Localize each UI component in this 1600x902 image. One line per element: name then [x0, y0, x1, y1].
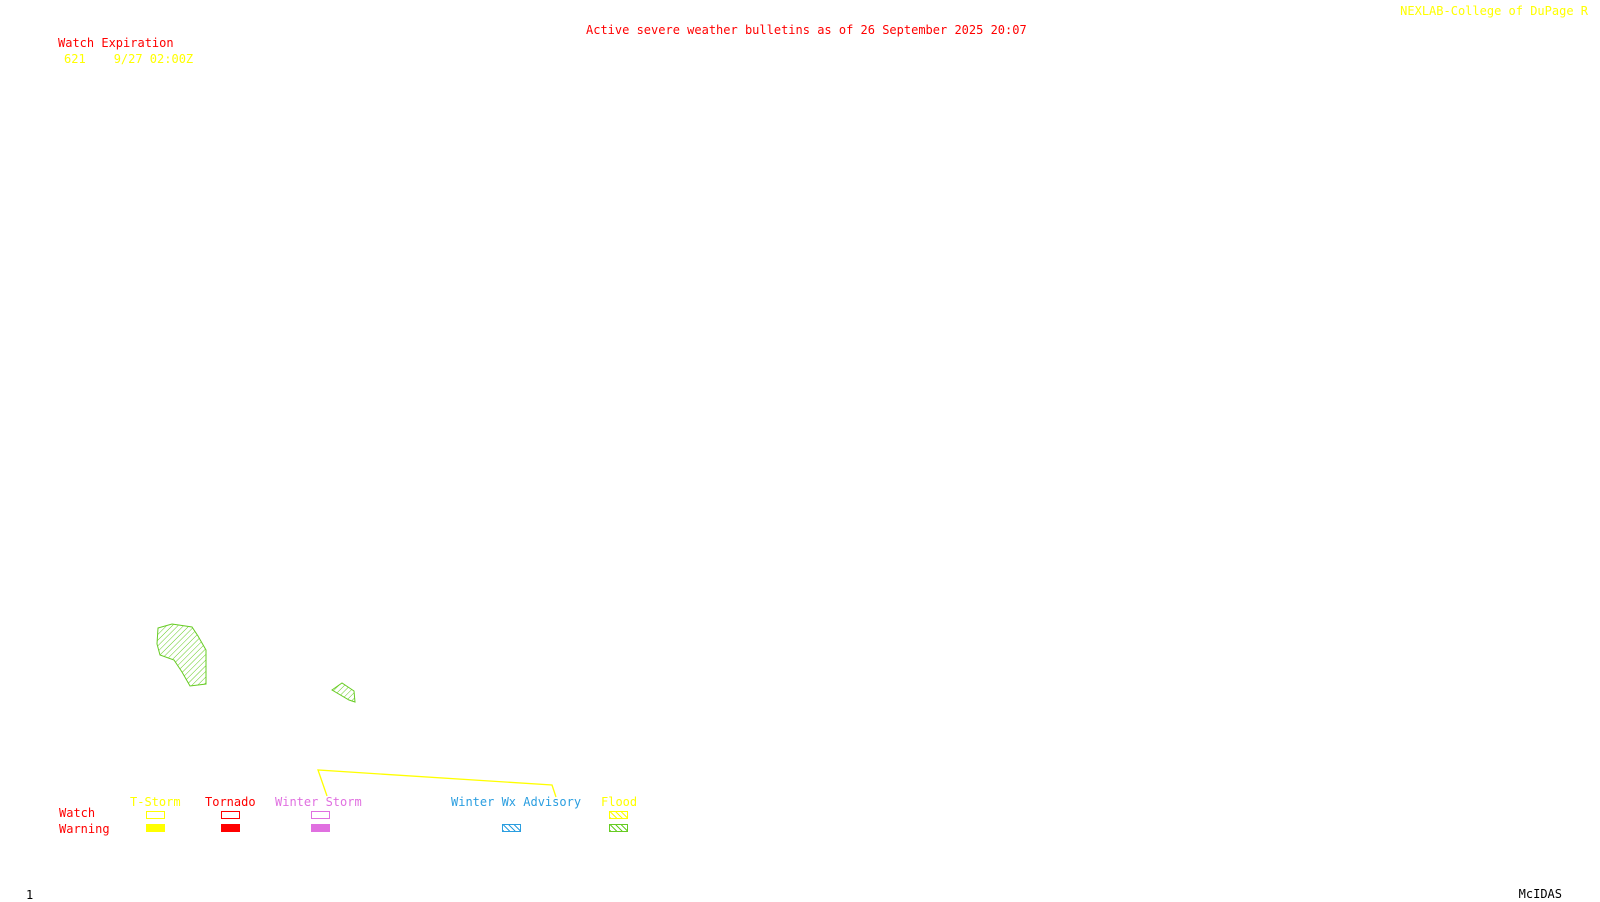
watch-number: 621 — [64, 52, 86, 66]
flood-warning-swatch — [609, 824, 628, 832]
legend-tornado-label: Tornado — [205, 795, 256, 809]
watch-expiration-heading: Watch Expiration — [58, 36, 174, 50]
legend-tstorm-label: T-Storm — [130, 795, 181, 809]
tstorm-warning-swatch — [146, 824, 165, 832]
frame-number: 1 — [26, 888, 34, 902]
legend-winter-storm-label: Winter Storm — [275, 795, 362, 809]
flood-warning-polygon[interactable] — [156, 623, 207, 687]
flood-watch-swatch — [609, 811, 628, 819]
bulletin-title: Active severe weather bulletins as of 26… — [586, 23, 1027, 37]
legend-warning-label: Warning — [59, 822, 110, 836]
tstorm-watch-swatch — [146, 811, 165, 819]
winter-storm-watch-swatch — [311, 811, 330, 819]
legend-watch-label: Watch — [59, 806, 96, 820]
mcidas-brand: McIDAS — [1518, 887, 1562, 901]
winter-advisory-warning-swatch — [502, 824, 521, 832]
watch-row: 621 9/27 02:00Z — [64, 52, 221, 66]
legend-flood-label: Flood — [601, 795, 638, 809]
credit-text: NEXLAB-College of DuPage R — [1400, 4, 1588, 18]
tornado-warning-swatch — [221, 824, 240, 832]
legend-winter-advisory-label: Winter Wx Advisory — [451, 795, 582, 809]
winter-storm-warning-swatch — [311, 824, 330, 832]
flood-warning-polygon[interactable] — [331, 682, 356, 703]
watch-expiration-time: 9/27 02:00Z — [113, 52, 194, 66]
thunderstorm-watch-outline[interactable] — [317, 769, 557, 798]
tornado-watch-swatch — [221, 811, 240, 819]
